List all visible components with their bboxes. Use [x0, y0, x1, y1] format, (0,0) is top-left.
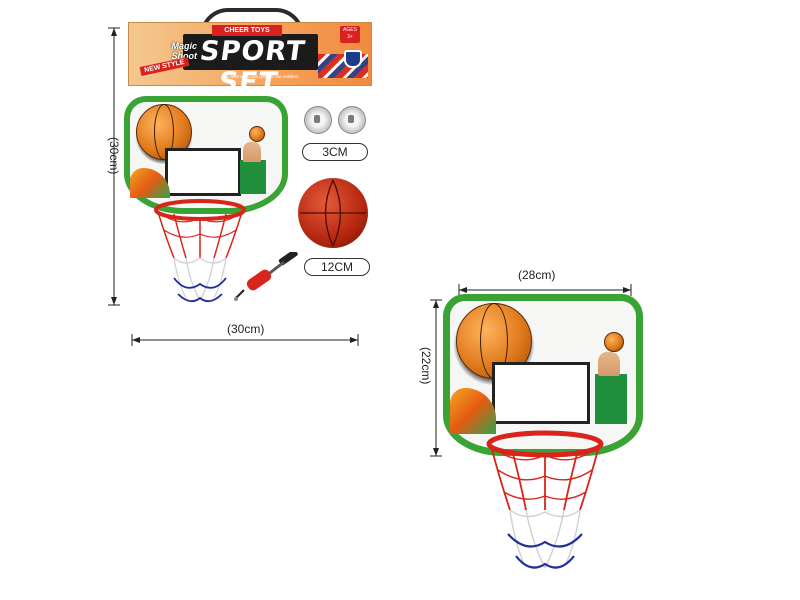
package-height-arrow [108, 27, 120, 306]
board-width-arrow [458, 284, 632, 296]
small-board-player-head [243, 142, 261, 162]
large-board-player-shirt [595, 374, 627, 424]
package-brand: CHEER TOYS [212, 25, 282, 36]
board-height-arrow [430, 299, 442, 457]
small-board-player-ball [249, 126, 265, 142]
package-width-label: (30cm) [227, 322, 265, 336]
large-board-player-head [598, 352, 620, 376]
package-title-band [183, 34, 318, 70]
board-width-label: (28cm) [518, 268, 556, 282]
package-subtitle-line1: Magic [171, 41, 197, 51]
suction-cup-left-hook [314, 115, 320, 123]
mini-basketball-seams [300, 179, 366, 247]
package-tagline: The best welcome gifts for the children [221, 74, 299, 79]
package-width-arrow [131, 334, 359, 346]
small-board-ball-seam [154, 104, 174, 160]
board-height-label: (22cm) [419, 347, 433, 385]
package-age-badge: AGES 3+ [340, 26, 360, 43]
small-board-target-window [165, 148, 241, 196]
suction-cup-size-label: 3CM [302, 143, 368, 161]
large-board-target-window [492, 362, 590, 424]
package-title: SPORT SET [197, 36, 308, 98]
package-subtitle-line2: Shoot [171, 51, 198, 61]
small-hoop-net [154, 199, 246, 303]
package-height-label: (30cm) [107, 137, 121, 175]
large-board-player-ball [604, 332, 624, 352]
large-hoop-net [486, 430, 604, 569]
ball-size-label: 12CM [304, 258, 370, 276]
air-pump-icon [234, 252, 298, 301]
package-shield-icon [344, 50, 362, 68]
package-subtitle: Magic Shoot [155, 41, 197, 61]
small-board-player-shirt [240, 160, 266, 194]
suction-cup-right-hook [348, 115, 354, 123]
